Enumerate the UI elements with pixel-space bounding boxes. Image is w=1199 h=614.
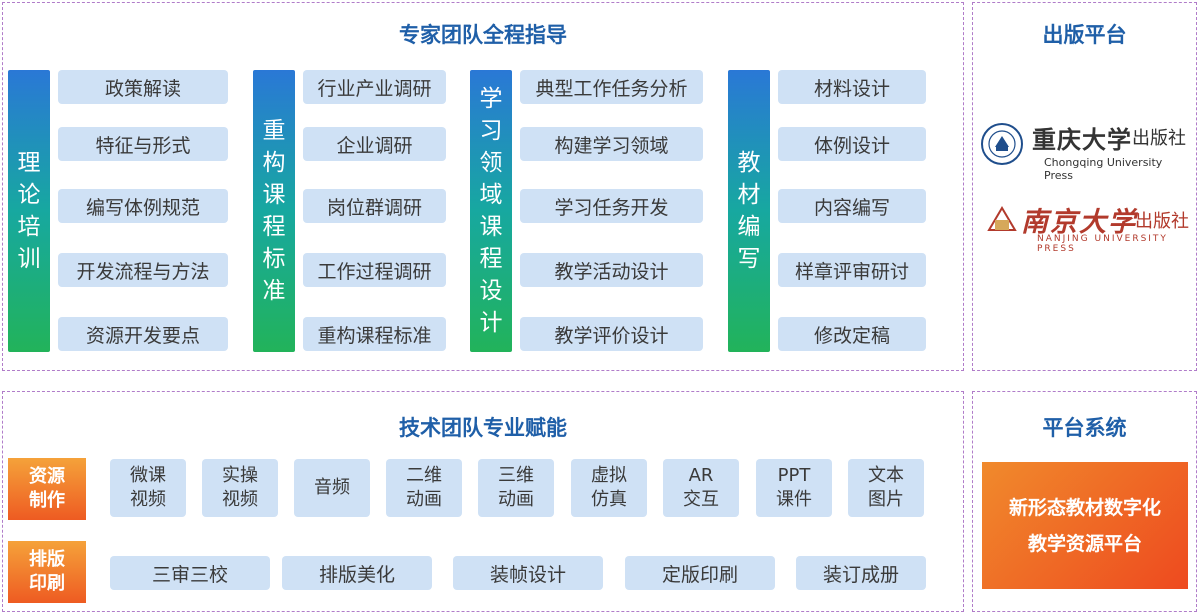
nanjing-university-press-logo: 南京大学 出版社 NANJING UNIVERSITY PRESS (985, 200, 1195, 254)
expert-panel: 专家团队全程指导 (2, 2, 964, 371)
item-design-3: 学习任务开发 (520, 189, 703, 223)
chongqing-en-name: Chongqing University Press (1044, 156, 1163, 182)
layout-printing-label: 排版 印刷 (8, 541, 86, 603)
layout-binding-design: 装帧设计 (453, 556, 603, 590)
item-theory-2: 特征与形式 (58, 127, 228, 161)
item-writing-2: 体例设计 (778, 127, 926, 161)
item-writing-5: 修改定稿 (778, 317, 926, 351)
item-theory-4: 开发流程与方法 (58, 253, 228, 287)
layout-final-printing: 定版印刷 (625, 556, 775, 590)
nanjing-press-label: 出版社 (1135, 211, 1189, 232)
chongqing-seal-icon (981, 123, 1023, 165)
item-design-4: 教学活动设计 (520, 253, 703, 287)
chongqing-press-label: 出版社 (1132, 128, 1186, 149)
item-standard-1: 行业产业调研 (303, 70, 446, 104)
nanjing-emblem-icon (987, 206, 1017, 231)
chongqing-cn-name: 重庆大学 (1032, 125, 1132, 154)
tech-panel: 技术团队专业赋能 (2, 391, 964, 612)
item-theory-5: 资源开发要点 (58, 317, 228, 351)
layout-review: 三审三校 (110, 556, 270, 590)
nanjing-cn-name: 南京大学 (1021, 207, 1137, 238)
system-panel: 平台系统 (972, 391, 1197, 612)
item-standard-4: 工作过程调研 (303, 253, 446, 287)
resource-3d-animation: 三维 动画 (478, 459, 554, 517)
item-standard-3: 岗位群调研 (303, 189, 446, 223)
resource-audio: 音频 (294, 459, 370, 517)
publishing-title: 出版平台 (1042, 23, 1127, 47)
resource-practice-video: 实操 视频 (202, 459, 278, 517)
resource-ppt-courseware: PPT 课件 (756, 459, 832, 517)
resource-virtual-simulation: 虚拟 仿真 (571, 459, 647, 517)
resource-ar-interaction: AR 交互 (663, 459, 739, 517)
column-label-design: 学习领域课程设计 (470, 70, 512, 352)
item-theory-3: 编写体例规范 (58, 189, 228, 223)
column-label-standard: 重构课程标准 (253, 70, 295, 352)
tech-title: 技术团队专业赋能 (399, 416, 567, 440)
nanjing-en-name: NANJING UNIVERSITY PRESS (1037, 234, 1168, 254)
resource-text-images: 文本 图片 (848, 459, 924, 517)
digital-resource-platform: 新形态教材数字化 教学资源平台 (982, 462, 1188, 589)
resource-production-label: 资源 制作 (8, 458, 86, 520)
item-theory-1: 政策解读 (58, 70, 228, 104)
item-writing-4: 样章评审研讨 (778, 253, 926, 287)
item-design-5: 教学评价设计 (520, 317, 703, 351)
system-title: 平台系统 (1042, 416, 1127, 440)
column-label-writing: 教材编写 (728, 70, 770, 352)
item-writing-3: 内容编写 (778, 189, 926, 223)
chongqing-university-press-logo: 重庆大学 出版社 Chongqing University Press (980, 118, 1190, 182)
column-label-theory: 理论培训 (8, 70, 50, 352)
item-standard-5: 重构课程标准 (303, 317, 446, 351)
expert-title: 专家团队全程指导 (399, 23, 567, 47)
item-standard-2: 企业调研 (303, 127, 446, 161)
layout-binding: 装订成册 (796, 556, 926, 590)
item-writing-1: 材料设计 (778, 70, 926, 104)
publishing-panel: 出版平台 (972, 2, 1197, 371)
item-design-2: 构建学习领域 (520, 127, 703, 161)
resource-micro-video: 微课 视频 (110, 459, 186, 517)
item-design-1: 典型工作任务分析 (520, 70, 703, 104)
resource-2d-animation: 二维 动画 (386, 459, 462, 517)
layout-beautify: 排版美化 (282, 556, 432, 590)
